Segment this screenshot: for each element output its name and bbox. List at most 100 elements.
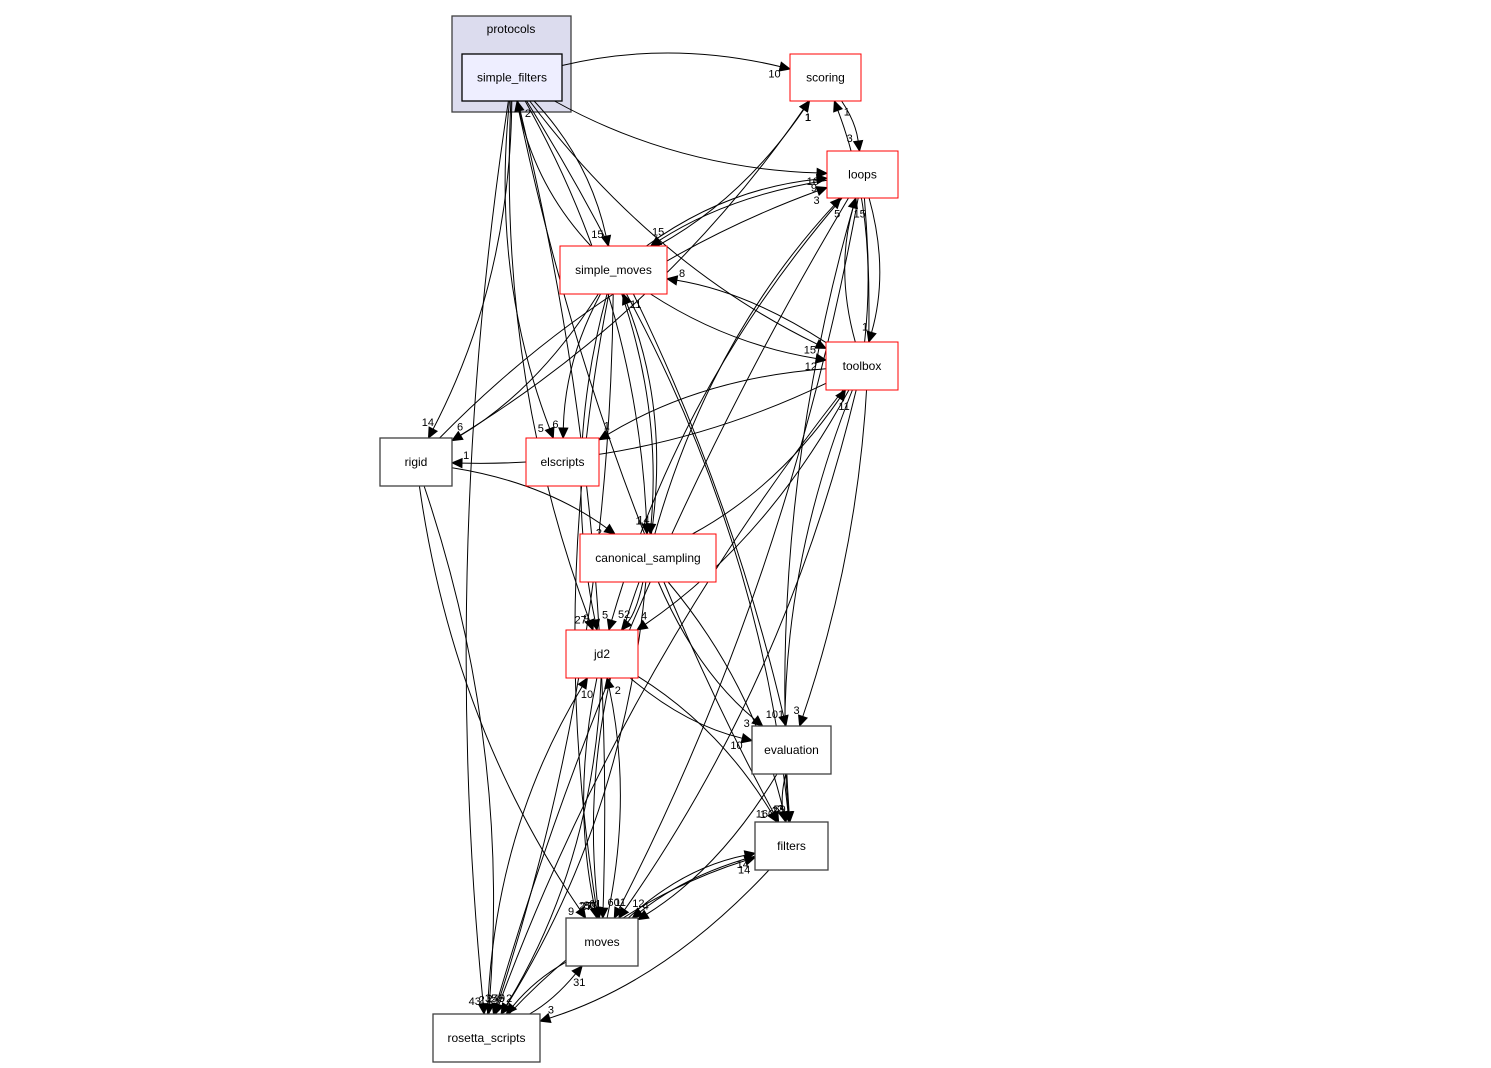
edge-line[interactable] [516, 100, 775, 814]
node-rigid[interactable]: rigid [379, 437, 453, 487]
edge-line[interactable] [432, 100, 513, 430]
edge-moves-to-jd2[interactable]: 2 [604, 676, 621, 919]
node-box[interactable] [565, 917, 639, 967]
edge-jd2-to-rosetta_scripts[interactable]: 5 [498, 677, 602, 1016]
node-simple_filters[interactable]: simple_filters [461, 53, 563, 102]
edge-weight-label[interactable]: 160 [756, 809, 774, 821]
edge-line[interactable] [629, 677, 743, 739]
node-box[interactable] [579, 533, 717, 583]
edge-line[interactable] [621, 293, 654, 525]
edge-toolbox-to-simple_moves[interactable]: 8 [665, 268, 827, 344]
node-loops[interactable]: loops [826, 150, 899, 199]
edge-toolbox-to-scoring[interactable]: 1 [833, 99, 869, 343]
node-box[interactable] [559, 245, 668, 295]
edge-weight-label[interactable]: 10 [730, 740, 742, 752]
edge-weight-label[interactable]: 2 [479, 994, 485, 1006]
node-box[interactable] [525, 437, 600, 487]
edge-rigid-to-moves[interactable]: 9 [418, 485, 587, 920]
edge-weight-label[interactable]: 11 [630, 299, 641, 311]
edge-jd2-to-filters[interactable]: 1 [637, 675, 778, 824]
node-box[interactable] [751, 725, 832, 775]
edge-line[interactable] [574, 293, 610, 909]
edge-toolbox-to-jd2[interactable]: 4 [636, 389, 850, 631]
edge-filters-to-moves[interactable]: 12 [631, 855, 756, 919]
edge-line[interactable] [658, 179, 828, 242]
edge-weight-label[interactable]: 3 [548, 1004, 554, 1016]
edge-weight-label[interactable]: 16 [807, 176, 819, 188]
edge-line[interactable] [646, 178, 818, 247]
edge-line[interactable] [451, 467, 608, 529]
edge-rosetta_scripts-to-jd2[interactable]: 10 [486, 676, 593, 1015]
edge-weight-label[interactable]: 3 [847, 133, 853, 145]
node-moves[interactable]: moves [565, 917, 639, 967]
node-label[interactable]: jd2 [593, 647, 610, 661]
edge-line[interactable] [654, 204, 835, 535]
edge-rigid-to-rosetta_scripts[interactable]: 2 [423, 485, 495, 1016]
edge-line[interactable] [692, 397, 841, 535]
edge-weight-label[interactable]: 52 [618, 609, 630, 621]
edge-weight-label[interactable]: 14 [637, 514, 649, 526]
edge-weight-label[interactable]: 9 [499, 993, 505, 1005]
edge-line[interactable] [657, 109, 805, 247]
edge-weight-label[interactable]: 5 [498, 993, 504, 1005]
edge-weight-label[interactable]: 15 [854, 209, 866, 221]
edge-line[interactable] [562, 293, 601, 429]
edge-toolbox-to-elscripts[interactable]: 1 [597, 368, 827, 441]
edge-line[interactable] [624, 389, 857, 911]
node-toolbox[interactable]: toolbox [825, 341, 899, 391]
edge-weight-label[interactable]: 3 [778, 804, 784, 816]
node-label[interactable]: filters [777, 839, 806, 853]
edge-scoring-to-loops[interactable]: 3 [841, 100, 864, 153]
node-canonical_sampling[interactable]: canonical_sampling [579, 533, 717, 583]
edge-line[interactable] [461, 382, 827, 464]
edge-line[interactable] [554, 100, 818, 174]
edge-line[interactable] [504, 100, 551, 429]
edge-filters-to-rosetta_scripts[interactable]: 3 [538, 869, 770, 1023]
edge-line[interactable] [626, 303, 658, 535]
edge-line[interactable] [561, 52, 781, 68]
node-label[interactable]: scoring [806, 71, 845, 85]
edge-weight-label[interactable]: 1 [805, 112, 811, 124]
edge-line[interactable] [495, 197, 849, 1005]
edge-weight-label[interactable]: 3 [814, 195, 820, 207]
edge-line[interactable] [868, 197, 881, 333]
edge-line[interactable] [583, 677, 598, 909]
edge-simple_moves-to-elscripts[interactable]: 6 [552, 293, 601, 440]
edge-weight-label[interactable]: 2 [777, 804, 783, 816]
edge-weight-label[interactable]: 11 [838, 401, 849, 413]
edge-toolbox-to-loops[interactable]: 15 [844, 196, 866, 343]
edge-weight-label[interactable]: 15 [591, 229, 603, 241]
edge-weight-label[interactable]: 5 [602, 609, 608, 621]
edge-weight-label[interactable]: 1 [463, 450, 469, 462]
node-label[interactable]: rosetta_scripts [447, 1031, 525, 1045]
edge-weight-label[interactable]: 12 [805, 361, 817, 373]
node-box[interactable] [789, 53, 862, 102]
edge-weight-label[interactable]: 2 [615, 685, 621, 697]
edge-weight-label[interactable]: 1 [772, 805, 778, 817]
edge-line[interactable] [667, 581, 785, 813]
edge-line[interactable] [606, 687, 621, 919]
edge-weight-label[interactable]: 1 [844, 106, 850, 118]
edge-weight-label[interactable]: 2 [596, 527, 602, 539]
edge-line[interactable] [524, 100, 648, 525]
edge-line[interactable] [465, 100, 509, 1005]
edge-line[interactable] [526, 100, 785, 717]
edge-weight-label[interactable]: 1 [760, 809, 766, 821]
edge-line[interactable] [639, 855, 756, 913]
edge-line[interactable] [486, 686, 583, 1015]
node-label[interactable]: elscripts [540, 455, 584, 469]
edge-line[interactable] [657, 581, 756, 720]
node-box[interactable] [825, 341, 899, 391]
edge-line[interactable] [423, 485, 495, 1005]
edge-line[interactable] [650, 293, 817, 359]
edge-simple_moves-to-simple_filters[interactable]: 2 [514, 99, 592, 247]
edge-moves-to-rosetta_scripts[interactable]: 2 [505, 961, 567, 1015]
edge-line[interactable] [645, 389, 850, 625]
edge-line[interactable] [607, 368, 827, 436]
edge-line[interactable] [676, 279, 827, 344]
edge-weight-label[interactable]: 6 [457, 422, 463, 434]
edge-line[interactable] [517, 100, 606, 909]
edge-simple_moves-to-loops[interactable]: 9 [646, 173, 829, 247]
edge-simple_filters-to-scoring[interactable]: 10 [561, 52, 792, 81]
node-box[interactable] [754, 821, 829, 871]
